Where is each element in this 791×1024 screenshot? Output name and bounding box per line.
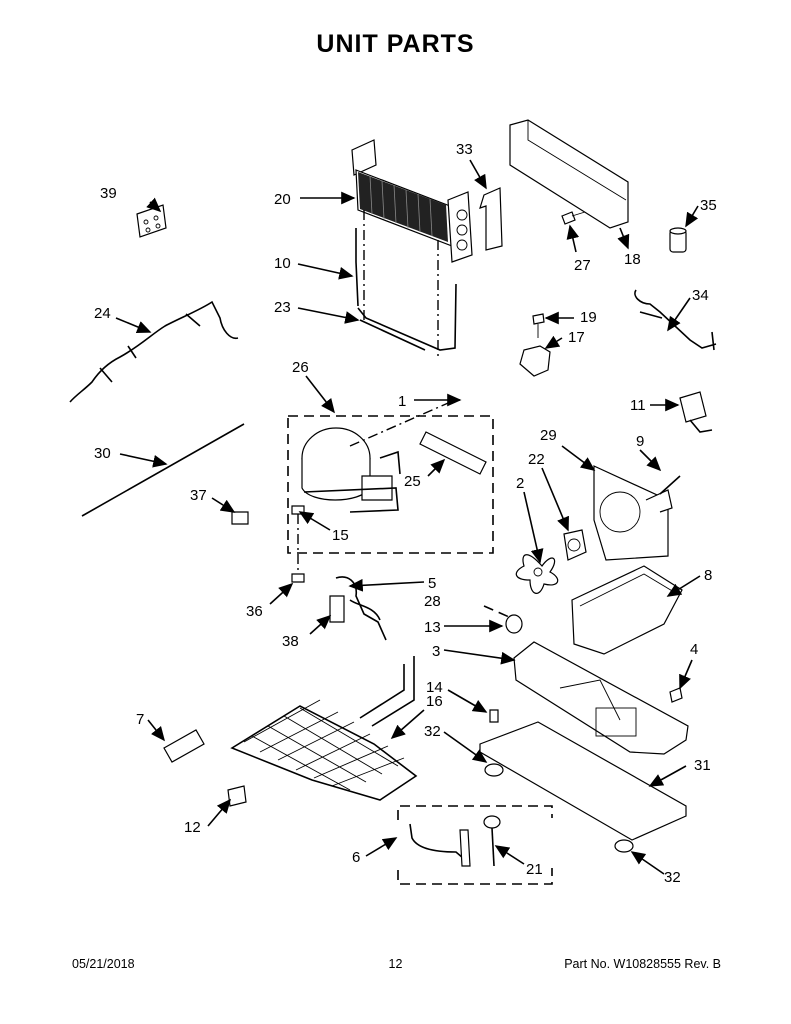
- callout-8: 8: [704, 567, 712, 584]
- callout-16: 16: [426, 693, 443, 710]
- callout-6: 6: [352, 849, 360, 866]
- callout-23: 23: [274, 299, 291, 316]
- callout-labels: 1 2 3 4 5 6 7 8 9 10 11 12 13 14 15 16 1…: [94, 141, 717, 886]
- callout-3: 3: [432, 643, 440, 660]
- part-21-thermistor: [483, 815, 501, 867]
- part-17-bracket: [519, 345, 551, 377]
- part-10-tube: [355, 228, 359, 307]
- callout-35: 35: [700, 197, 717, 214]
- callout-29: 29: [540, 427, 557, 444]
- callout-13: 13: [424, 619, 441, 636]
- part-4-screw: [669, 687, 683, 703]
- callout-11: 11: [630, 397, 646, 414]
- callout-2: 2: [516, 475, 524, 492]
- part-20-condenser: [351, 139, 473, 263]
- page-title: UNIT PARTS: [316, 30, 475, 58]
- footer-page-number: 12: [388, 957, 403, 971]
- part-13-grommet: [505, 614, 523, 634]
- part-26-compressor: [287, 415, 494, 554]
- part-38-screw: [329, 595, 345, 623]
- callout-18: 18: [624, 251, 641, 268]
- callout-37: 37: [190, 487, 207, 504]
- callout-32-upper: 32: [424, 723, 441, 740]
- part-14-screw: [489, 709, 499, 723]
- callout-30: 30: [94, 445, 111, 462]
- callout-28: 28: [424, 593, 441, 610]
- leader-lines: [115, 159, 701, 875]
- part-29-fan-shroud: [593, 465, 673, 561]
- part-7-insulation-tube: [163, 729, 205, 763]
- callout-10: 10: [274, 255, 291, 272]
- part-2-fan-blade: [515, 554, 559, 594]
- callout-4: 4: [690, 641, 698, 658]
- part-24-wire-harness: [69, 300, 239, 403]
- callout-38: 38: [282, 633, 299, 650]
- part-35-cylinder: [669, 227, 687, 253]
- part-32-foot-lower: [614, 839, 634, 853]
- callout-1: 1: [398, 393, 406, 410]
- callout-31: 31: [694, 757, 711, 774]
- part-12-clip: [227, 785, 247, 807]
- callout-25: 25: [404, 473, 421, 490]
- callout-21: 21: [526, 861, 543, 878]
- callout-19: 19: [580, 309, 597, 326]
- footer-date: 05/21/2018: [72, 957, 135, 971]
- callout-27: 27: [574, 257, 591, 274]
- part-33-bracket: [479, 187, 503, 251]
- part-25-filter-drier: [349, 399, 487, 475]
- part-22-fan-motor: [563, 529, 587, 561]
- callout-32-lower: 32: [664, 869, 681, 886]
- part-9-screw: [659, 475, 681, 495]
- callout-14: 14: [426, 679, 443, 696]
- callout-5: 5: [428, 575, 436, 592]
- part-23-tube-assembly: [357, 283, 457, 351]
- callout-17: 17: [568, 329, 585, 346]
- callout-15: 15: [332, 527, 349, 544]
- callout-36: 36: [246, 603, 263, 620]
- footer-part-number: Part No. W10828555 Rev. B: [564, 957, 721, 971]
- callout-39: 39: [100, 185, 117, 202]
- part-27-screw: [561, 211, 586, 225]
- part-19-screw: [532, 313, 545, 338]
- callout-12: 12: [184, 819, 201, 836]
- part-6-heater-assembly: [397, 805, 553, 885]
- part-39-label-plate: [136, 204, 167, 238]
- part-30-cord: [81, 423, 245, 517]
- callout-33: 33: [456, 141, 473, 158]
- part-16-evaporator: [230, 656, 418, 801]
- part-32-foot-upper: [484, 763, 504, 777]
- callout-7: 7: [136, 711, 144, 728]
- callout-34: 34: [692, 287, 709, 304]
- part-8-drain-pan: [571, 565, 683, 655]
- part-36-bolt: [291, 573, 305, 583]
- part-18-drain-tray: [509, 119, 629, 229]
- callout-20: 20: [274, 191, 291, 208]
- callout-22: 22: [528, 451, 545, 468]
- callout-9: 9: [636, 433, 644, 450]
- part-11-relay: [679, 391, 713, 433]
- part-3-base-plate: [513, 641, 689, 755]
- callout-26: 26: [292, 359, 309, 376]
- callout-24: 24: [94, 305, 111, 322]
- part-37-clip: [231, 511, 249, 525]
